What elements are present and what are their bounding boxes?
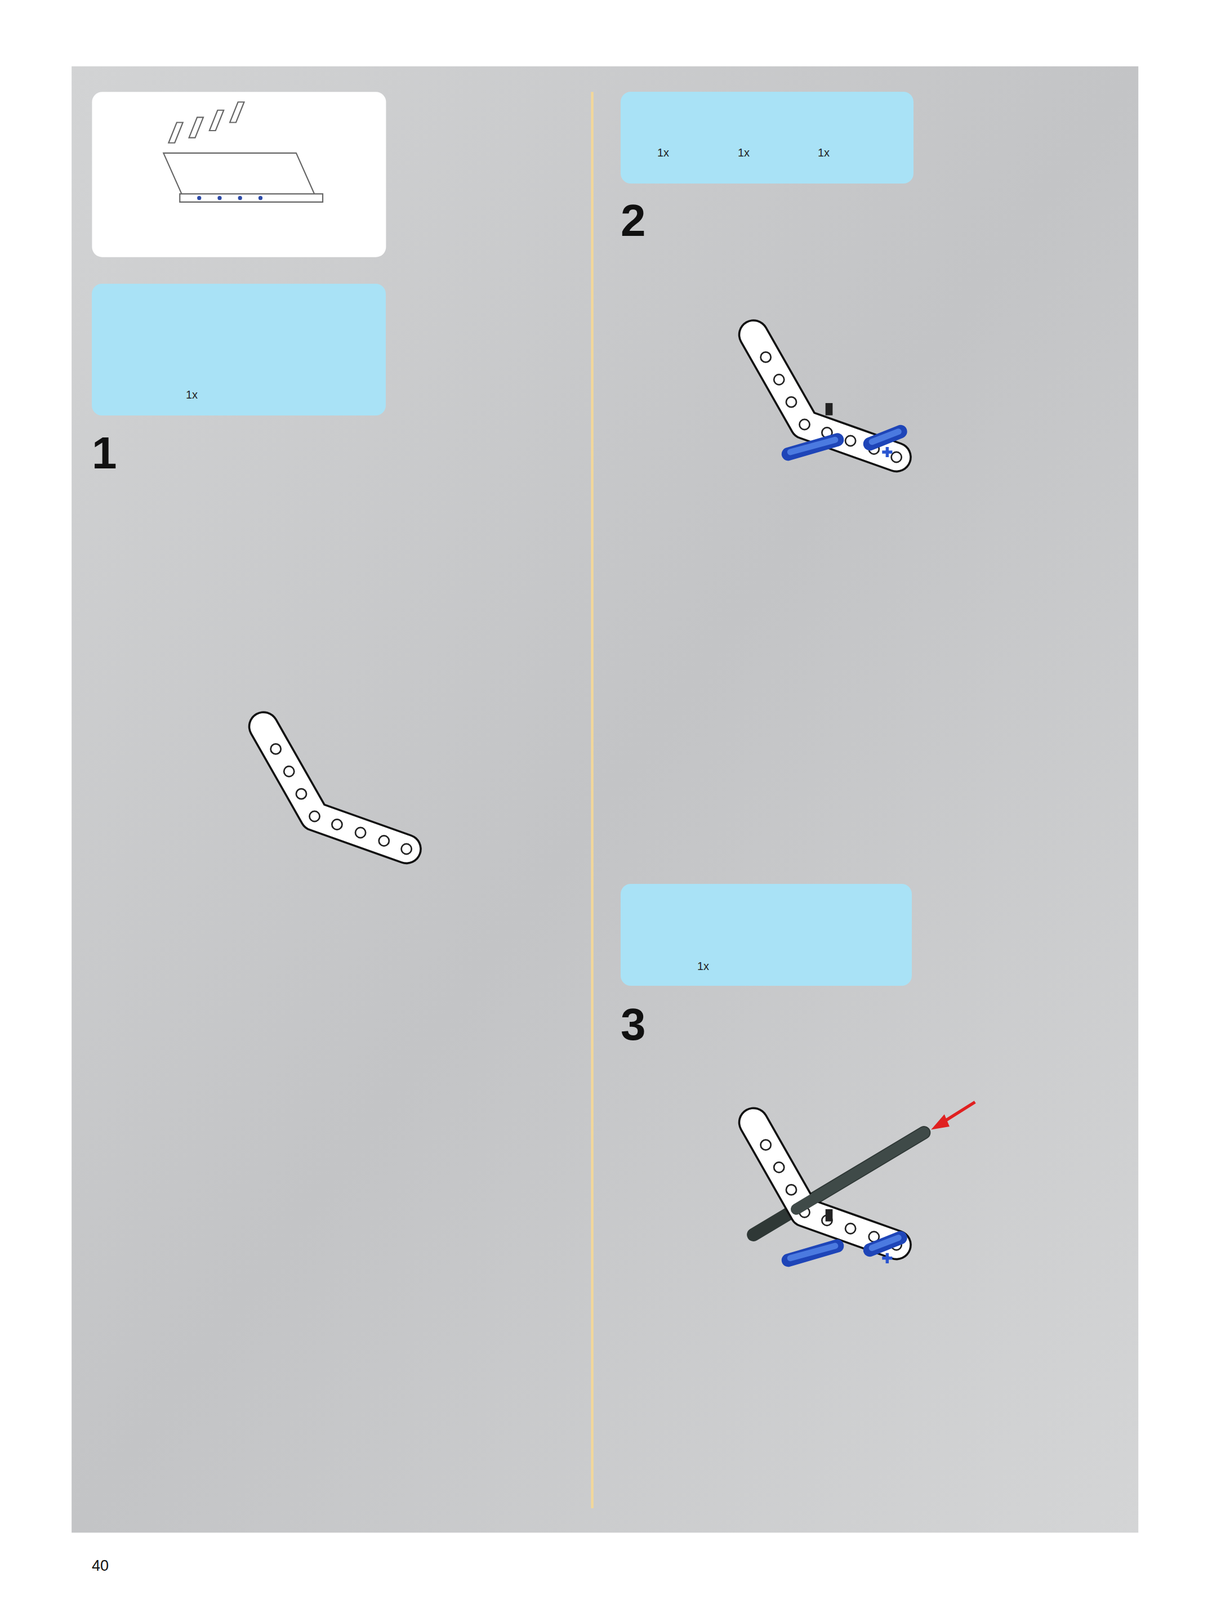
quantity-label: 1x (697, 960, 710, 973)
step-number: 1 (91, 430, 118, 476)
parts-list-box: 1x (91, 283, 386, 416)
quantity-label: 1x (817, 146, 830, 159)
parts-list-box: 1x (620, 884, 912, 987)
quantity-label: 1x (185, 389, 198, 401)
parts-list-box: 1x 1x 1x (620, 91, 914, 184)
step-number: 2 (620, 198, 646, 244)
page-number: 40 (91, 1558, 109, 1575)
quantity-label: 1x (657, 146, 670, 159)
step-number: 3 (620, 1002, 646, 1048)
quantity-label: 1x (737, 146, 750, 159)
